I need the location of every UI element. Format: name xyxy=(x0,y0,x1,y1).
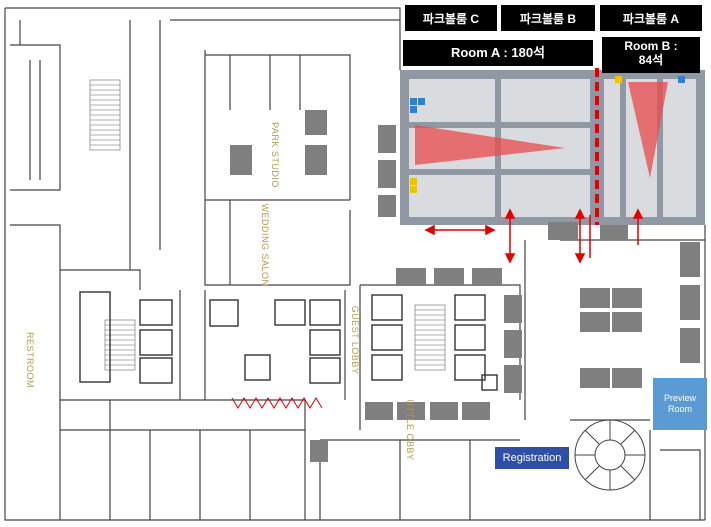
projection-beam-room-a xyxy=(415,125,565,165)
entrance-zigzag xyxy=(231,397,323,409)
spiral-staircase xyxy=(574,419,646,491)
lounge-tables xyxy=(230,110,700,462)
ballroom xyxy=(400,68,705,225)
room-a-label: Room A : 180석 xyxy=(403,40,593,66)
room-b-label-line2: 84석 xyxy=(638,53,664,67)
room-b-label: Room B : 84석 xyxy=(602,37,700,73)
elevator-shafts xyxy=(79,291,498,391)
preview-room-button[interactable]: Preview Room xyxy=(653,378,707,430)
ballroom-a-header: 파크볼룸 A xyxy=(600,5,702,31)
wedding-salon-label: WEDDING SALON xyxy=(260,203,270,287)
speaker-icons xyxy=(410,76,685,193)
preview-room-label: Preview Room xyxy=(663,393,696,414)
ballroom-b-header: 파크볼룸 B xyxy=(501,5,595,31)
room-b-label-line1: Room B : xyxy=(624,39,678,53)
shuttle-lobby-label: UTTLE OBBY xyxy=(405,399,415,461)
registration-label: Registration xyxy=(502,452,562,464)
room-a-label-text: Room A : 180석 xyxy=(450,45,546,60)
restroom-label: RESTROOM xyxy=(25,331,35,388)
building-walls xyxy=(4,7,706,521)
guest-lobby-label: GUEST LOBBY xyxy=(350,305,360,375)
projection-beam-room-b xyxy=(628,82,668,178)
stairs xyxy=(89,79,446,371)
ballroom-c-header: 파크볼룸 C xyxy=(405,5,497,31)
registration-button[interactable]: Registration xyxy=(495,447,569,469)
door-arrows xyxy=(424,208,644,264)
park-studio-label: PARK STUDIO xyxy=(270,122,280,188)
